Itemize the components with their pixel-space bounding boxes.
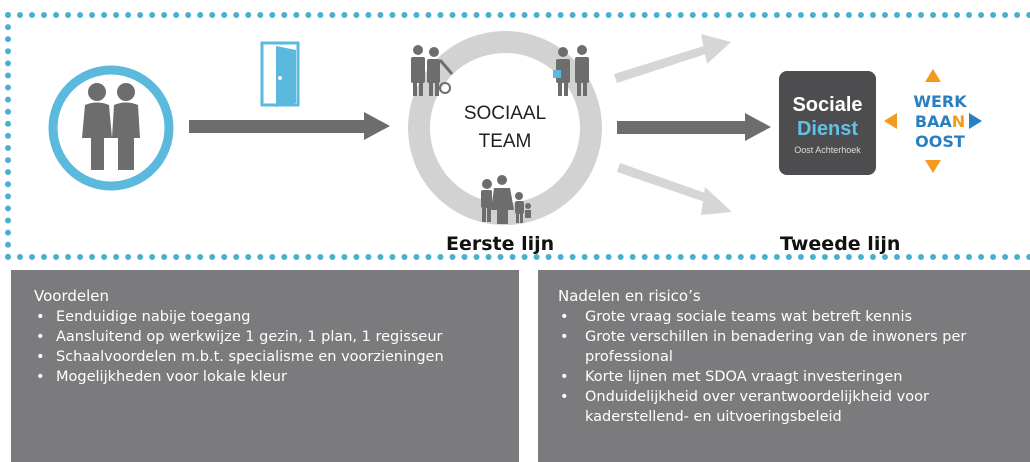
disadvantages-list: Grote vraag sociale teams wat betreft ke… bbox=[558, 307, 1030, 427]
first-line-label: Eerste lijn bbox=[446, 233, 555, 255]
list-item: Grote verschillen in benadering van de i… bbox=[558, 327, 1030, 367]
werkbaan-line2: BAAN bbox=[905, 112, 975, 132]
sociale-dienst-line3: Oost Achterhoek bbox=[794, 145, 861, 155]
dotted-frame bbox=[5, 12, 1030, 260]
list-item: Aansluitend op werkwijze 1 gezin, 1 plan… bbox=[34, 327, 519, 347]
team-label-line2: TEAM bbox=[478, 131, 532, 152]
werkbaan-line1: WERK bbox=[913, 92, 967, 111]
arrow-up-right bbox=[614, 34, 731, 83]
list-item: Schaalvoordelen m.b.t. specialisme en vo… bbox=[34, 347, 519, 367]
door-icon bbox=[260, 41, 300, 107]
werkbaan-oost-logo: WERK BAAN OOST bbox=[905, 92, 975, 152]
carers-icon bbox=[553, 45, 589, 96]
advantages-title: Voordelen bbox=[34, 287, 110, 305]
arrow-to-second-line bbox=[617, 113, 771, 141]
arrow-down-right bbox=[617, 163, 732, 215]
sociale-dienst-logo: Sociale Dienst Oost Achterhoek bbox=[779, 71, 876, 175]
list-item: Korte lijnen met SDOA vraagt investering… bbox=[558, 367, 1030, 387]
sociale-dienst-line1: Sociale bbox=[792, 94, 863, 116]
werkbaan-arrows-icon bbox=[884, 69, 941, 173]
family-icon bbox=[481, 175, 531, 224]
professionals-icon bbox=[411, 45, 454, 96]
werkbaan-right-arrow-icon bbox=[969, 113, 982, 129]
team-label-line1: SOCIAAL bbox=[463, 103, 547, 124]
diagram-graphics bbox=[48, 31, 982, 225]
list-item: Mogelijkheden voor lokale kleur bbox=[34, 367, 519, 387]
disadvantages-panel: Nadelen en risico’s Grote vraag sociale … bbox=[538, 270, 1030, 462]
werkbaan-line3: OOST bbox=[915, 132, 965, 151]
team-label: SOCIAAL TEAM bbox=[430, 100, 580, 156]
sociale-dienst-line2: Dienst bbox=[796, 118, 859, 140]
second-line-label: Tweede lijn bbox=[780, 233, 901, 255]
werkbaan-line2-a: BAA bbox=[914, 112, 952, 131]
disadvantages-title: Nadelen en risico’s bbox=[558, 287, 701, 305]
citizens-icon bbox=[48, 65, 174, 191]
list-item: Grote vraag sociale teams wat betreft ke… bbox=[558, 307, 1030, 327]
advantages-list: Eenduidige nabije toegang Aansluitend op… bbox=[34, 307, 519, 387]
werkbaan-line2-b: N bbox=[951, 112, 966, 131]
advantages-panel: Voordelen Eenduidige nabije toegang Aans… bbox=[11, 270, 519, 462]
diagram: SOCIAAL TEAM Sociale Dienst Oost Achterh… bbox=[5, 12, 1030, 260]
list-item: Onduidelijkheid over verantwoordelijkhei… bbox=[558, 387, 1030, 427]
list-item: Eenduidige nabije toegang bbox=[34, 307, 519, 327]
arrow-to-team bbox=[189, 112, 390, 140]
